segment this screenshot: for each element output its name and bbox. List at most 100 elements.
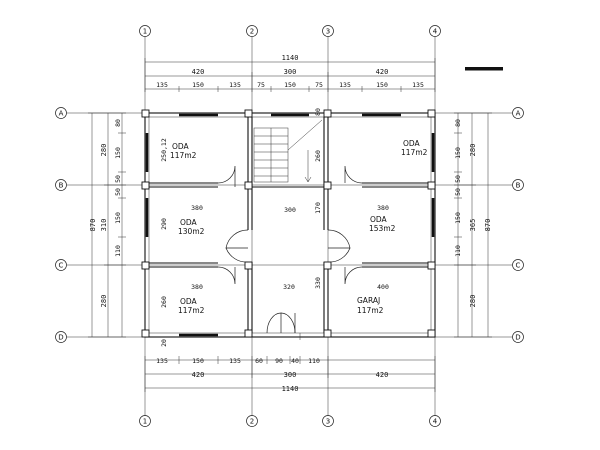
svg-text:2: 2 bbox=[250, 28, 254, 36]
dim-right-span: 365 bbox=[469, 219, 477, 232]
axis-bubble-1-bottom: 1 bbox=[139, 415, 151, 427]
dim-top-detail: 135 bbox=[156, 81, 168, 89]
dim-right-detail: 80 bbox=[454, 119, 462, 127]
svg-text:A: A bbox=[516, 110, 521, 118]
structural-columns bbox=[141, 109, 436, 338]
dim-interior: 80 bbox=[314, 108, 322, 116]
dim-bottom-span-1: 420 bbox=[192, 371, 205, 379]
svg-text:D: D bbox=[515, 334, 520, 342]
dim-top-detail: 150 bbox=[376, 81, 388, 89]
room-label-top-left: ODA 117m2 bbox=[170, 142, 197, 160]
dim-interior: 170 bbox=[314, 202, 322, 214]
svg-text:A: A bbox=[59, 110, 64, 118]
axis-bubble-b-right: B bbox=[512, 179, 524, 191]
door-swing bbox=[327, 229, 351, 249]
dim-interior: 380 bbox=[191, 204, 203, 212]
entrance-door-left bbox=[266, 312, 282, 334]
interior-dimensions: 380 300 380 380 320 400 260 80 170 250,1… bbox=[160, 108, 389, 347]
dim-right-detail: 50 bbox=[454, 175, 462, 183]
dim-top-detail: 75 bbox=[315, 81, 323, 89]
dim-left-detail: 150 bbox=[114, 147, 122, 159]
dim-bottom-detail: 150 bbox=[192, 357, 204, 365]
dim-interior: 380 bbox=[377, 204, 389, 212]
room-name: ODA bbox=[370, 215, 388, 224]
dim-top-total: 1140 bbox=[282, 54, 299, 62]
axis-bubble-c-right: C bbox=[512, 259, 524, 271]
dim-interior: 250,12 bbox=[160, 138, 168, 162]
dim-top-detail: 135 bbox=[339, 81, 351, 89]
axis-bubble-d-right: D bbox=[512, 331, 524, 343]
room-name: ODA bbox=[180, 297, 198, 306]
dim-left-span: 310 bbox=[100, 219, 108, 232]
dim-interior: 330 bbox=[314, 277, 322, 289]
svg-text:1: 1 bbox=[143, 28, 147, 36]
room-area: 117m2 bbox=[357, 306, 384, 315]
dim-bottom-detail: 110 bbox=[308, 357, 320, 365]
dim-bottom-detail: 60 bbox=[255, 357, 263, 365]
dim-left-span: 280 bbox=[100, 144, 108, 157]
dim-top-detail: 150 bbox=[284, 81, 296, 89]
axis-bubbles: 1 2 3 4 1 2 3 4 A B C D A B C D bbox=[55, 25, 524, 427]
scale-bar-mark bbox=[465, 67, 503, 71]
dim-bottom-span-2: 300 bbox=[284, 371, 297, 379]
dim-bottom-detail: 90 bbox=[275, 357, 283, 365]
room-name: ODA bbox=[180, 218, 198, 227]
walls bbox=[144, 112, 436, 338]
room-label-mid-left: ODA 130m2 bbox=[178, 218, 205, 236]
dim-right-total: 870 bbox=[484, 219, 492, 232]
dim-left-detail: 80 bbox=[114, 119, 122, 127]
dim-top-detail: 75 bbox=[257, 81, 265, 89]
dim-top-detail: 135 bbox=[412, 81, 424, 89]
dim-interior: 320 bbox=[283, 283, 295, 291]
right-dimensions: 80 150 50 50 150 110 280 365 280 870 bbox=[454, 112, 492, 338]
dim-interior: 300 bbox=[284, 206, 296, 214]
room-label-top-right: ODA 117m2 bbox=[401, 139, 428, 157]
room-area: 130m2 bbox=[178, 227, 205, 236]
dim-bottom-detail: 135 bbox=[229, 357, 241, 365]
dim-top-detail: 150 bbox=[192, 81, 204, 89]
axis-bubble-2-top: 2 bbox=[246, 25, 258, 37]
room-name: ODA bbox=[403, 139, 421, 148]
svg-text:1: 1 bbox=[143, 418, 147, 426]
outer-wall bbox=[144, 112, 436, 338]
dim-left-detail: 50 bbox=[114, 175, 122, 183]
axis-bubble-b-left: B bbox=[55, 179, 67, 191]
room-area: 117m2 bbox=[178, 306, 205, 315]
dim-left-detail: 150 bbox=[114, 212, 122, 224]
dim-interior: 290 bbox=[160, 218, 168, 230]
dim-left-span: 280 bbox=[100, 295, 108, 308]
axis-bubble-4-top: 4 bbox=[429, 25, 441, 37]
room-area: 117m2 bbox=[170, 151, 197, 160]
room-area: 117m2 bbox=[401, 148, 428, 157]
dim-right-span: 280 bbox=[469, 295, 477, 308]
axis-bubble-1-top: 1 bbox=[139, 25, 151, 37]
door-swing bbox=[217, 266, 236, 285]
door-swing bbox=[344, 165, 363, 184]
room-label-mid-right: ODA 153m2 bbox=[369, 215, 396, 233]
dim-left-detail: 110 bbox=[114, 245, 122, 257]
windows bbox=[145, 113, 435, 337]
dim-right-span: 280 bbox=[469, 144, 477, 157]
entrance-door-right bbox=[280, 312, 296, 334]
axis-bubble-a-left: A bbox=[55, 107, 67, 119]
door-swing bbox=[344, 266, 363, 285]
door-swing bbox=[225, 247, 249, 263]
room-label-garage: GARAJ 117m2 bbox=[357, 296, 384, 315]
door-swing bbox=[225, 229, 249, 249]
svg-text:4: 4 bbox=[433, 28, 438, 36]
svg-text:B: B bbox=[516, 182, 521, 190]
dim-interior: 260 bbox=[314, 150, 322, 162]
dim-top-span-3: 420 bbox=[376, 68, 389, 76]
svg-text:C: C bbox=[516, 262, 521, 270]
dim-left-total: 870 bbox=[89, 219, 97, 232]
room-label-bottom-left: ODA 117m2 bbox=[178, 297, 205, 315]
dim-right-detail: 110 bbox=[454, 245, 462, 257]
doors bbox=[217, 165, 363, 340]
outer-wall-inner-face bbox=[148, 116, 432, 334]
staircase bbox=[253, 119, 323, 183]
dim-top-span-1: 420 bbox=[192, 68, 205, 76]
dim-right-detail: 150 bbox=[454, 147, 462, 159]
axis-grid bbox=[67, 37, 512, 416]
axis-bubble-c-left: C bbox=[55, 259, 67, 271]
dim-interior: 20 bbox=[160, 339, 168, 347]
